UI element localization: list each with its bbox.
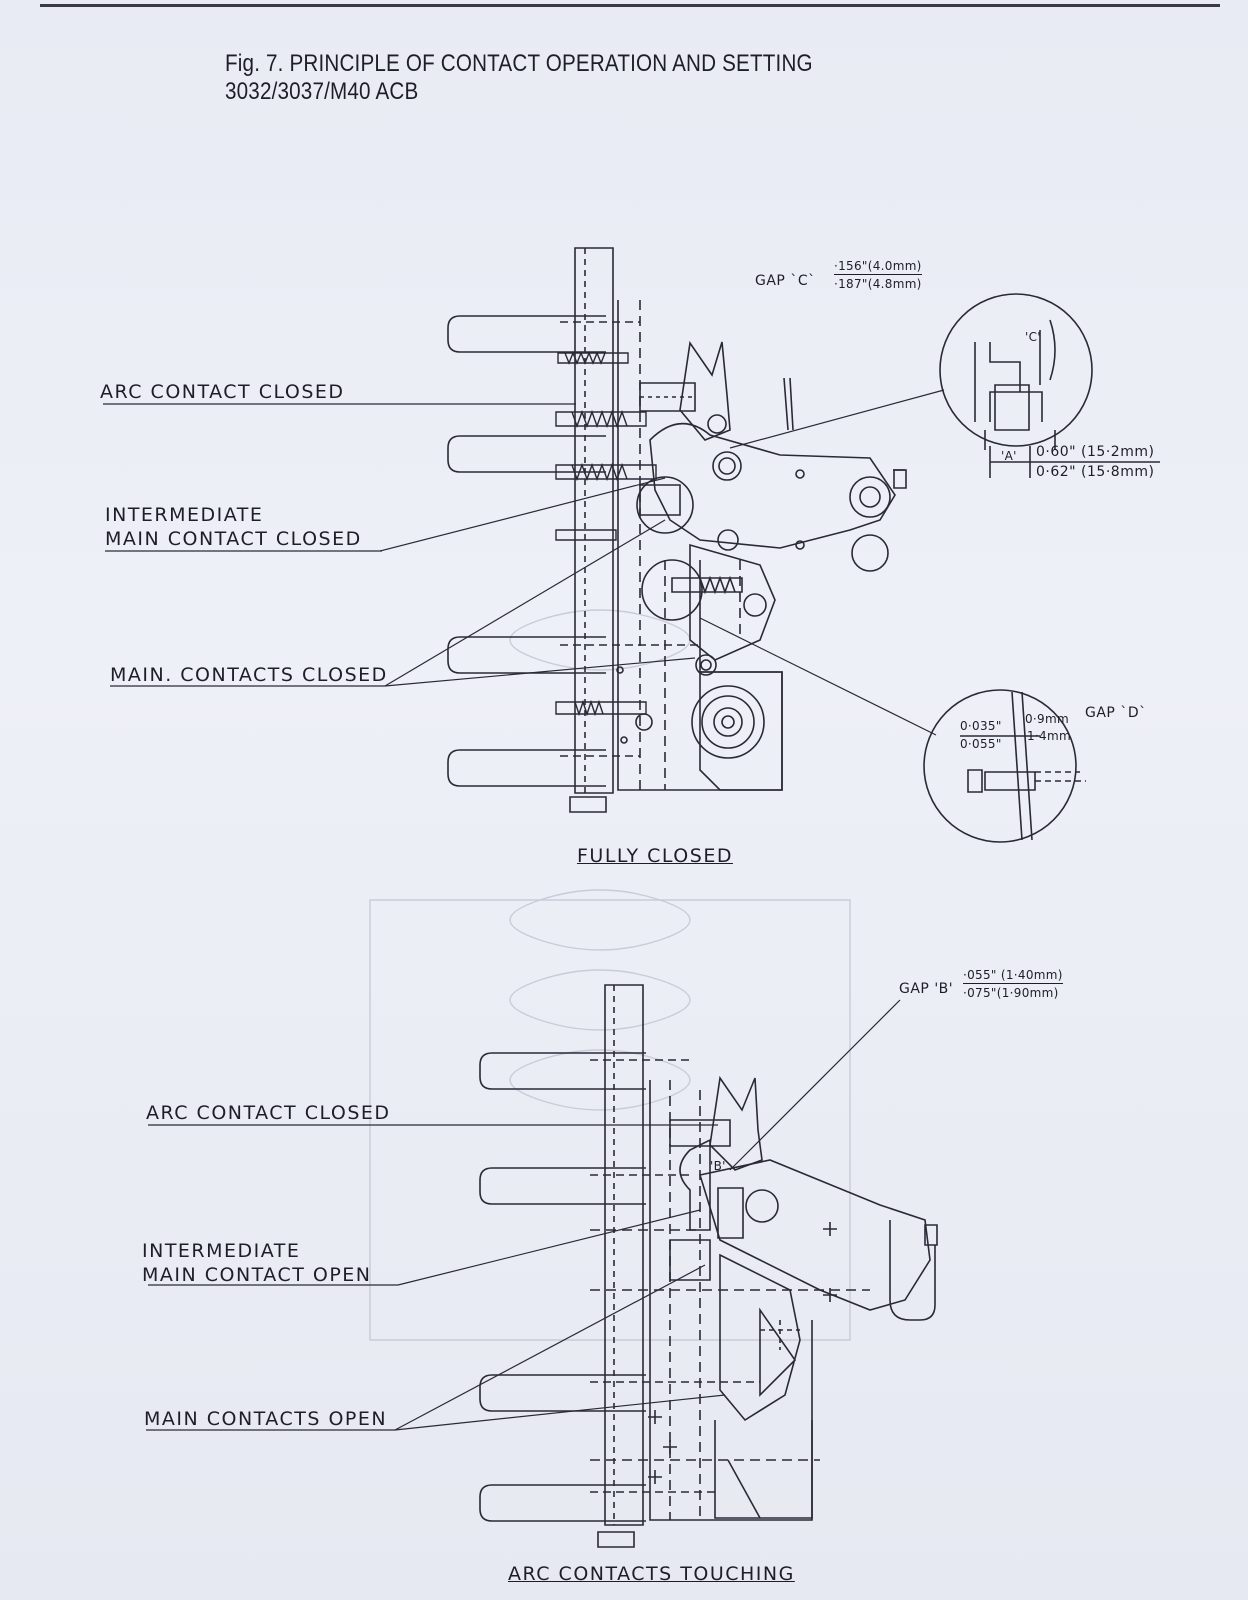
top-border-line	[40, 4, 1220, 7]
gap-d-inch-lower: 0·055"	[960, 737, 1002, 751]
upper-assembly	[103, 248, 1160, 842]
lower-assembly	[146, 985, 937, 1547]
upper-leader-lines	[103, 390, 944, 735]
figure-title: Fig. 7. PRINCIPLE OF CONTACT OPERATION A…	[225, 50, 813, 105]
lower-arc-horn	[710, 1078, 762, 1170]
lower-terminal-4	[480, 1485, 646, 1521]
upper-main-contacts-label: MAIN. CONTACTS CLOSED	[110, 664, 388, 686]
upper-intermediate-label-line1: INTERMEDIATE	[105, 504, 264, 526]
lower-caption-arc-contacts-touching: ARC CONTACTS TOUCHING	[508, 1563, 795, 1585]
lower-intermediate-label-line2: MAIN CONTACT OPEN	[142, 1264, 372, 1286]
lower-busbar	[605, 985, 643, 1525]
gap-c-upper-value: ·156"(4.0mm)	[834, 259, 922, 275]
dim-a-lower-value: 0·62" (15·8mm)	[1036, 464, 1155, 480]
dim-a-letter: 'A'	[1001, 449, 1017, 463]
detail-c-letter: 'C'	[1025, 330, 1041, 344]
upper-terminal-4	[448, 750, 606, 786]
upper-terminal-3	[448, 637, 606, 673]
detail-circle-d	[924, 690, 1086, 842]
upper-arc-horn	[680, 342, 730, 440]
upper-terminal-2	[448, 436, 606, 472]
lower-moving-arm	[700, 1160, 930, 1310]
gap-d-label: GAP `D`	[1085, 705, 1147, 721]
upper-arc-contact-label: ARC CONTACT CLOSED	[100, 381, 345, 403]
gap-b-upper-value: ·055" (1·40mm)	[963, 968, 1063, 984]
gap-c-label: GAP `C`	[755, 273, 816, 289]
gap-d-inch-upper: 0·035"	[960, 719, 1002, 733]
lower-arc-contact-label: ARC CONTACT CLOSED	[146, 1102, 391, 1124]
gap-d-mm-upper: 0·9mm	[1025, 712, 1069, 726]
upper-bearing	[692, 686, 764, 758]
gap-b-label: GAP 'B'	[899, 981, 954, 997]
upper-intermediate-label-line2: MAIN CONTACT CLOSED	[105, 528, 362, 550]
upper-caption-fully-closed: FULLY CLOSED	[577, 845, 733, 867]
lower-terminal-1	[480, 1053, 646, 1089]
lower-leader-lines	[146, 1000, 900, 1430]
show-through-ghost	[370, 610, 850, 1340]
dim-a-upper-value: 0·60" (15·2mm)	[1036, 444, 1155, 460]
upper-busbar	[575, 248, 613, 793]
upper-moving-arm	[650, 424, 895, 548]
lower-intermediate-label-line1: INTERMEDIATE	[142, 1240, 301, 1262]
upper-terminal-1	[448, 316, 606, 352]
detail-circle-c	[940, 294, 1092, 450]
gap-d-mm-lower: 1·4mm	[1027, 729, 1071, 743]
lower-terminal-2	[480, 1168, 646, 1204]
gap-b-lower-value: ·075"(1·90mm)	[963, 986, 1059, 1000]
lower-terminal-3	[480, 1375, 646, 1411]
gap-b-letter: 'B'	[710, 1159, 726, 1173]
lower-main-contacts-label: MAIN CONTACTS OPEN	[144, 1408, 388, 1430]
gap-c-lower-value: ·187"(4.8mm)	[834, 277, 922, 291]
